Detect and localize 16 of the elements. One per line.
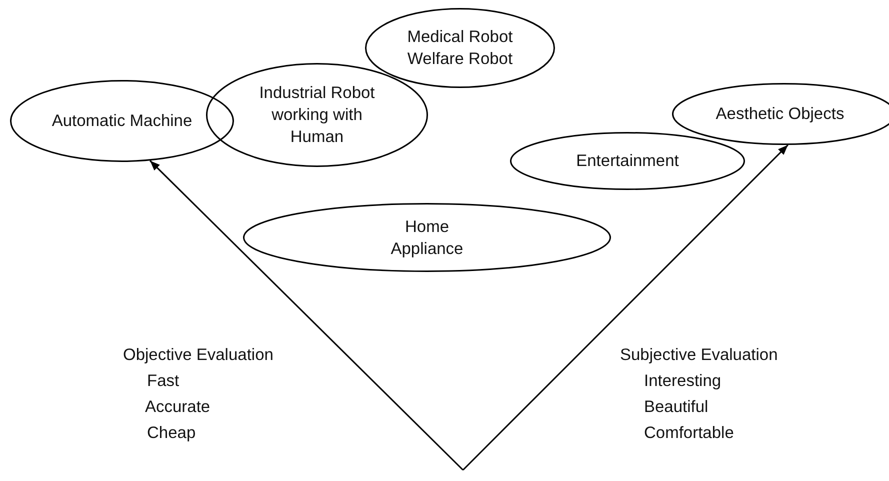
criterion-label: Accurate [145,397,210,417]
criterion-label: Comfortable [644,423,734,443]
node-label: Aesthetic Objects [716,104,844,125]
node-label: Entertainment [576,151,679,172]
axis-title: Objective Evaluation [123,345,274,365]
node-label: Medical Robot Welfare Robot [406,27,514,70]
criterion-label: Interesting [644,371,722,391]
axis-title: Subjective Evaluation [620,345,778,365]
arrow [150,160,464,471]
arrow [462,144,788,471]
node-label: Automatic Machine [52,111,192,132]
node-label: Industrial Robot working with Human [258,83,376,148]
node-label: Home Appliance [390,216,464,260]
criterion-label: Fast [147,371,180,391]
criterion-label: Beautiful [644,397,708,417]
criterion-label: Cheap [147,423,196,443]
